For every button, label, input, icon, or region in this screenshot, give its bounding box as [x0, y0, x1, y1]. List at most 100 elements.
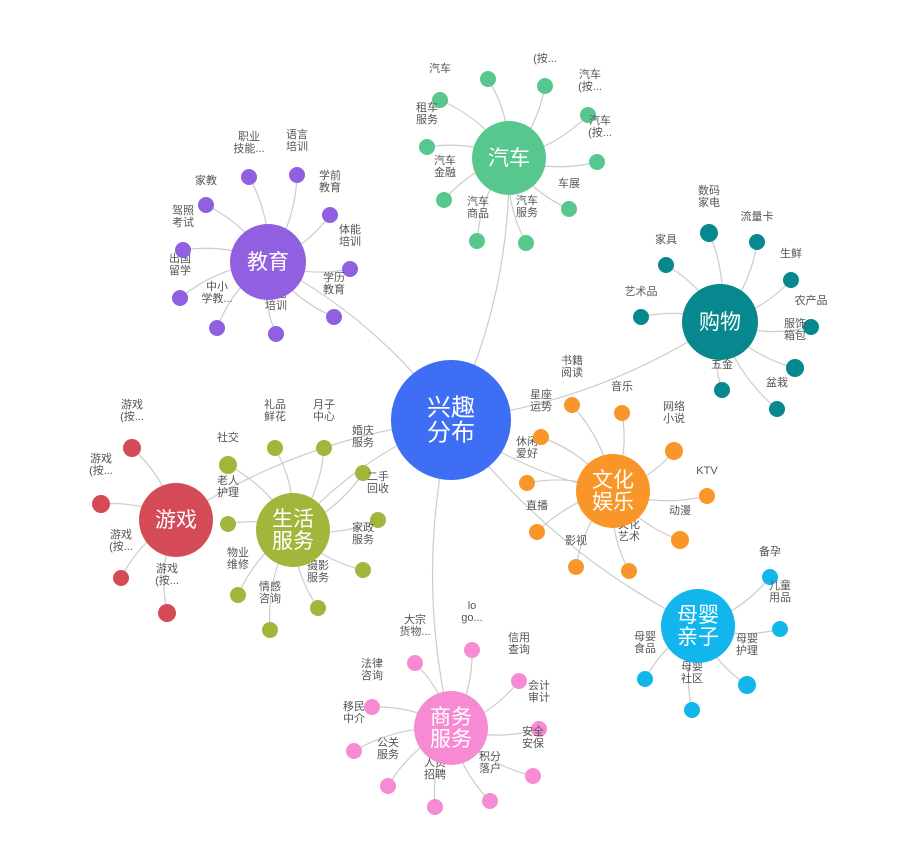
culture-leaf-node[interactable]	[533, 429, 549, 445]
baby-leaf-node[interactable]	[762, 569, 778, 585]
life-leaf-node[interactable]	[355, 562, 371, 578]
car-leaf-node[interactable]	[432, 92, 448, 108]
life-leaf-node[interactable]	[316, 440, 332, 456]
baby-leaf-label-line: 社区	[681, 671, 703, 685]
life-leaf-node[interactable]	[310, 600, 326, 616]
car-leaf-node[interactable]	[469, 233, 485, 249]
shopping-leaf-label: 农产品	[795, 293, 828, 307]
shopping-hub-label-line: 购物	[699, 310, 741, 334]
car-leaf-node[interactable]	[436, 192, 452, 208]
car-leaf-node[interactable]	[580, 107, 596, 123]
business-hub-node[interactable]	[414, 691, 488, 765]
car-leaf-node[interactable]	[419, 139, 435, 155]
baby-leaf-node[interactable]	[684, 702, 700, 718]
culture-leaf-label-line: 艺术	[618, 530, 640, 543]
baby-leaf-label-line: 食品	[634, 641, 656, 655]
culture-leaf-node[interactable]	[614, 405, 630, 421]
shopping-leaf-node[interactable]	[786, 359, 804, 377]
life-leaf-node[interactable]	[370, 512, 386, 528]
culture-leaf-node[interactable]	[621, 563, 637, 579]
culture-leaf-node[interactable]	[529, 524, 545, 540]
baby-leaf-node[interactable]	[637, 671, 653, 687]
shopping-leaf-label-line: 艺术品	[625, 285, 658, 298]
education-leaf-node[interactable]	[198, 197, 214, 213]
life-leaf-node[interactable]	[262, 622, 278, 638]
life-hub-node[interactable]	[256, 493, 330, 567]
life-leaf-node[interactable]	[267, 440, 283, 456]
education-leaf-node[interactable]	[172, 290, 188, 306]
root-node[interactable]	[391, 360, 511, 480]
shopping-leaf-node[interactable]	[714, 382, 730, 398]
car-leaf-node[interactable]	[537, 78, 553, 94]
business-leaf-node[interactable]	[464, 642, 480, 658]
car-leaf-label-line: (按...	[578, 79, 602, 93]
baby-leaf-node[interactable]	[738, 676, 756, 694]
game-leaf-node[interactable]	[92, 495, 110, 513]
business-leaf-node[interactable]	[531, 721, 547, 737]
baby-hub-node[interactable]	[661, 589, 735, 663]
education-leaf-node[interactable]	[241, 169, 257, 185]
shopping-leaf-node[interactable]	[783, 272, 799, 288]
game-hub-label: 游戏	[155, 508, 197, 532]
culture-leaf-node[interactable]	[699, 488, 715, 504]
shopping-leaf-node[interactable]	[749, 234, 765, 250]
culture-leaf-node[interactable]	[671, 531, 689, 549]
game-leaf-node[interactable]	[113, 570, 129, 586]
shopping-leaf-node[interactable]	[769, 401, 785, 417]
education-leaf-node[interactable]	[289, 167, 305, 183]
business-leaf-label-line: 查询	[508, 642, 530, 656]
car-hub-node[interactable]	[472, 121, 546, 195]
education-leaf-node[interactable]	[175, 242, 191, 258]
culture-leaf-node[interactable]	[568, 559, 584, 575]
education-leaf-node[interactable]	[326, 309, 342, 325]
business-leaf-node[interactable]	[346, 743, 362, 759]
life-leaf-node[interactable]	[219, 456, 237, 474]
business-leaf-node[interactable]	[482, 793, 498, 809]
business-leaf-label-line: go...	[461, 612, 482, 624]
car-leaf-node[interactable]	[561, 201, 577, 217]
culture-hub-node[interactable]	[576, 454, 650, 528]
shopping-leaf-label-line: 家电	[698, 195, 720, 209]
business-leaf-node[interactable]	[511, 673, 527, 689]
business-leaf-node[interactable]	[380, 778, 396, 794]
baby-hub-label: 母婴亲子	[677, 603, 719, 649]
life-leaf-label: 二手回收	[367, 469, 389, 495]
car-leaf-node[interactable]	[518, 235, 534, 251]
car-leaf-label: 汽车(按...	[578, 67, 602, 93]
shopping-leaf-node[interactable]	[803, 319, 819, 335]
game-hub-node[interactable]	[139, 483, 213, 557]
culture-leaf-node[interactable]	[519, 475, 535, 491]
education-hub-node[interactable]	[230, 224, 306, 300]
education-leaf-node[interactable]	[322, 207, 338, 223]
culture-leaf-label: 休闲爱好	[516, 434, 538, 460]
game-leaf-node[interactable]	[123, 439, 141, 457]
life-leaf-node[interactable]	[230, 587, 246, 603]
culture-leaf-node[interactable]	[564, 397, 580, 413]
business-leaf-node[interactable]	[407, 655, 423, 671]
business-leaf-node[interactable]	[427, 799, 443, 815]
shopping-leaf-node[interactable]	[700, 224, 718, 242]
game-leaf-node[interactable]	[158, 604, 176, 622]
shopping-leaf-node[interactable]	[633, 309, 649, 325]
life-leaf-label-line: 回收	[367, 481, 389, 495]
education-leaf-node[interactable]	[268, 326, 284, 342]
life-leaf-node[interactable]	[220, 516, 236, 532]
shopping-leaf-node[interactable]	[658, 257, 674, 273]
baby-leaf-label-line: 母婴	[681, 660, 703, 673]
car-leaf-label: 汽车商品	[467, 194, 489, 220]
car-leaf-node[interactable]	[589, 154, 605, 170]
education-leaf-node[interactable]	[342, 261, 358, 277]
education-leaf-node[interactable]	[209, 320, 225, 336]
car-leaf-label-line: 汽车	[467, 194, 489, 208]
life-leaf-node[interactable]	[355, 465, 371, 481]
life-leaf-label-line: 中心	[313, 410, 335, 423]
life-leaf-label-line: 二手	[367, 469, 389, 483]
shopping-leaf-label-line: 五金	[711, 357, 733, 371]
car-leaf-node[interactable]	[480, 71, 496, 87]
baby-leaf-node[interactable]	[772, 621, 788, 637]
culture-leaf-node[interactable]	[665, 442, 683, 460]
business-leaf-node[interactable]	[525, 768, 541, 784]
business-leaf-node[interactable]	[364, 699, 380, 715]
education-leaf-label: 家教	[195, 173, 217, 187]
shopping-hub-node[interactable]	[682, 284, 758, 360]
